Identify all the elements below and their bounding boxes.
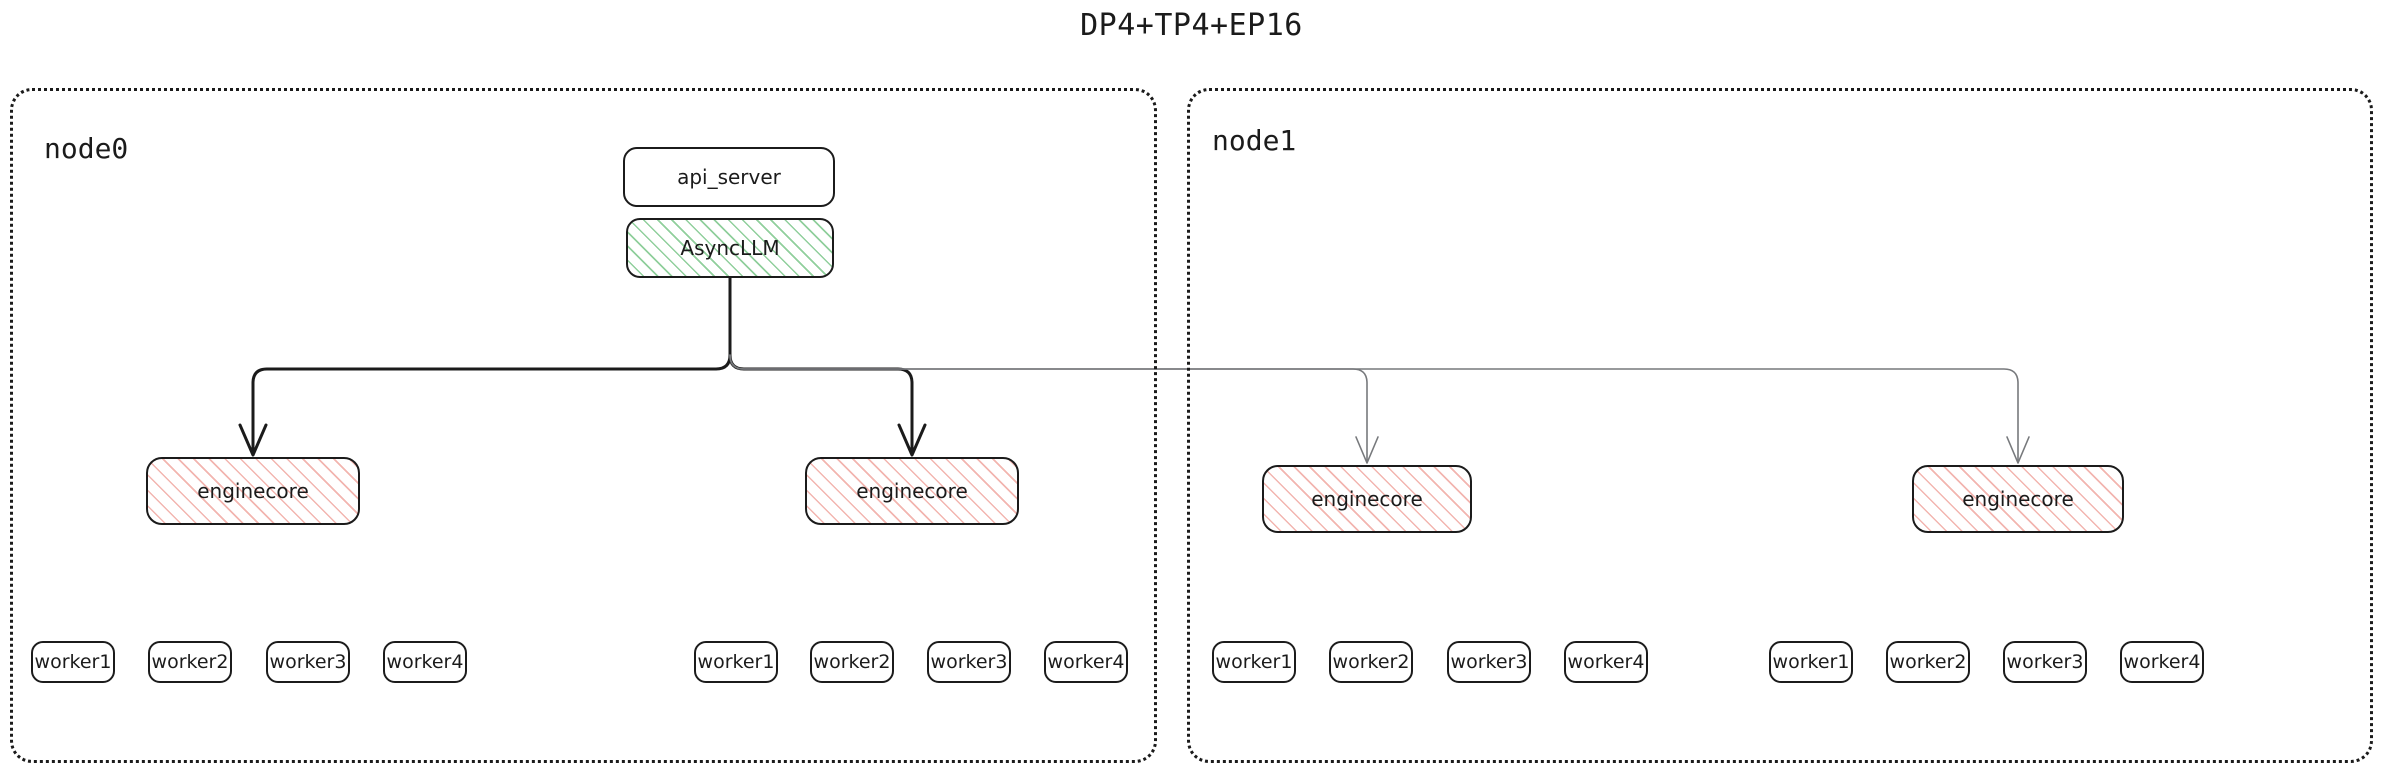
worker-box[interactable]: worker2: [1329, 641, 1413, 683]
worker-box[interactable]: worker1: [1212, 641, 1296, 683]
api-server-box[interactable]: api_server: [623, 147, 835, 207]
worker-box[interactable]: worker3: [2003, 641, 2087, 683]
worker-box[interactable]: worker2: [1886, 641, 1970, 683]
worker-box[interactable]: worker2: [148, 641, 232, 683]
worker-box[interactable]: worker2: [810, 641, 894, 683]
node-container-node0: [10, 88, 1157, 763]
worker-box[interactable]: worker3: [1447, 641, 1531, 683]
worker-box[interactable]: worker3: [266, 641, 350, 683]
enginecore-box[interactable]: enginecore: [146, 457, 360, 525]
enginecore-box[interactable]: enginecore: [805, 457, 1019, 525]
worker-box[interactable]: worker1: [31, 641, 115, 683]
async-llm-box[interactable]: AsyncLLM: [626, 218, 834, 278]
node-label-node0: node0: [44, 132, 129, 165]
worker-box[interactable]: worker4: [383, 641, 467, 683]
worker-box[interactable]: worker4: [1564, 641, 1648, 683]
enginecore-box[interactable]: enginecore: [1912, 465, 2124, 533]
worker-box[interactable]: worker3: [927, 641, 1011, 683]
worker-box[interactable]: worker1: [694, 641, 778, 683]
worker-box[interactable]: worker4: [2120, 641, 2204, 683]
node-label-node1: node1: [1212, 124, 1297, 157]
page-title: DP4+TP4+EP16: [1080, 8, 1303, 43]
enginecore-box[interactable]: enginecore: [1262, 465, 1472, 533]
worker-box[interactable]: worker1: [1769, 641, 1853, 683]
worker-box[interactable]: worker4: [1044, 641, 1128, 683]
node-container-node1: [1187, 88, 2373, 763]
